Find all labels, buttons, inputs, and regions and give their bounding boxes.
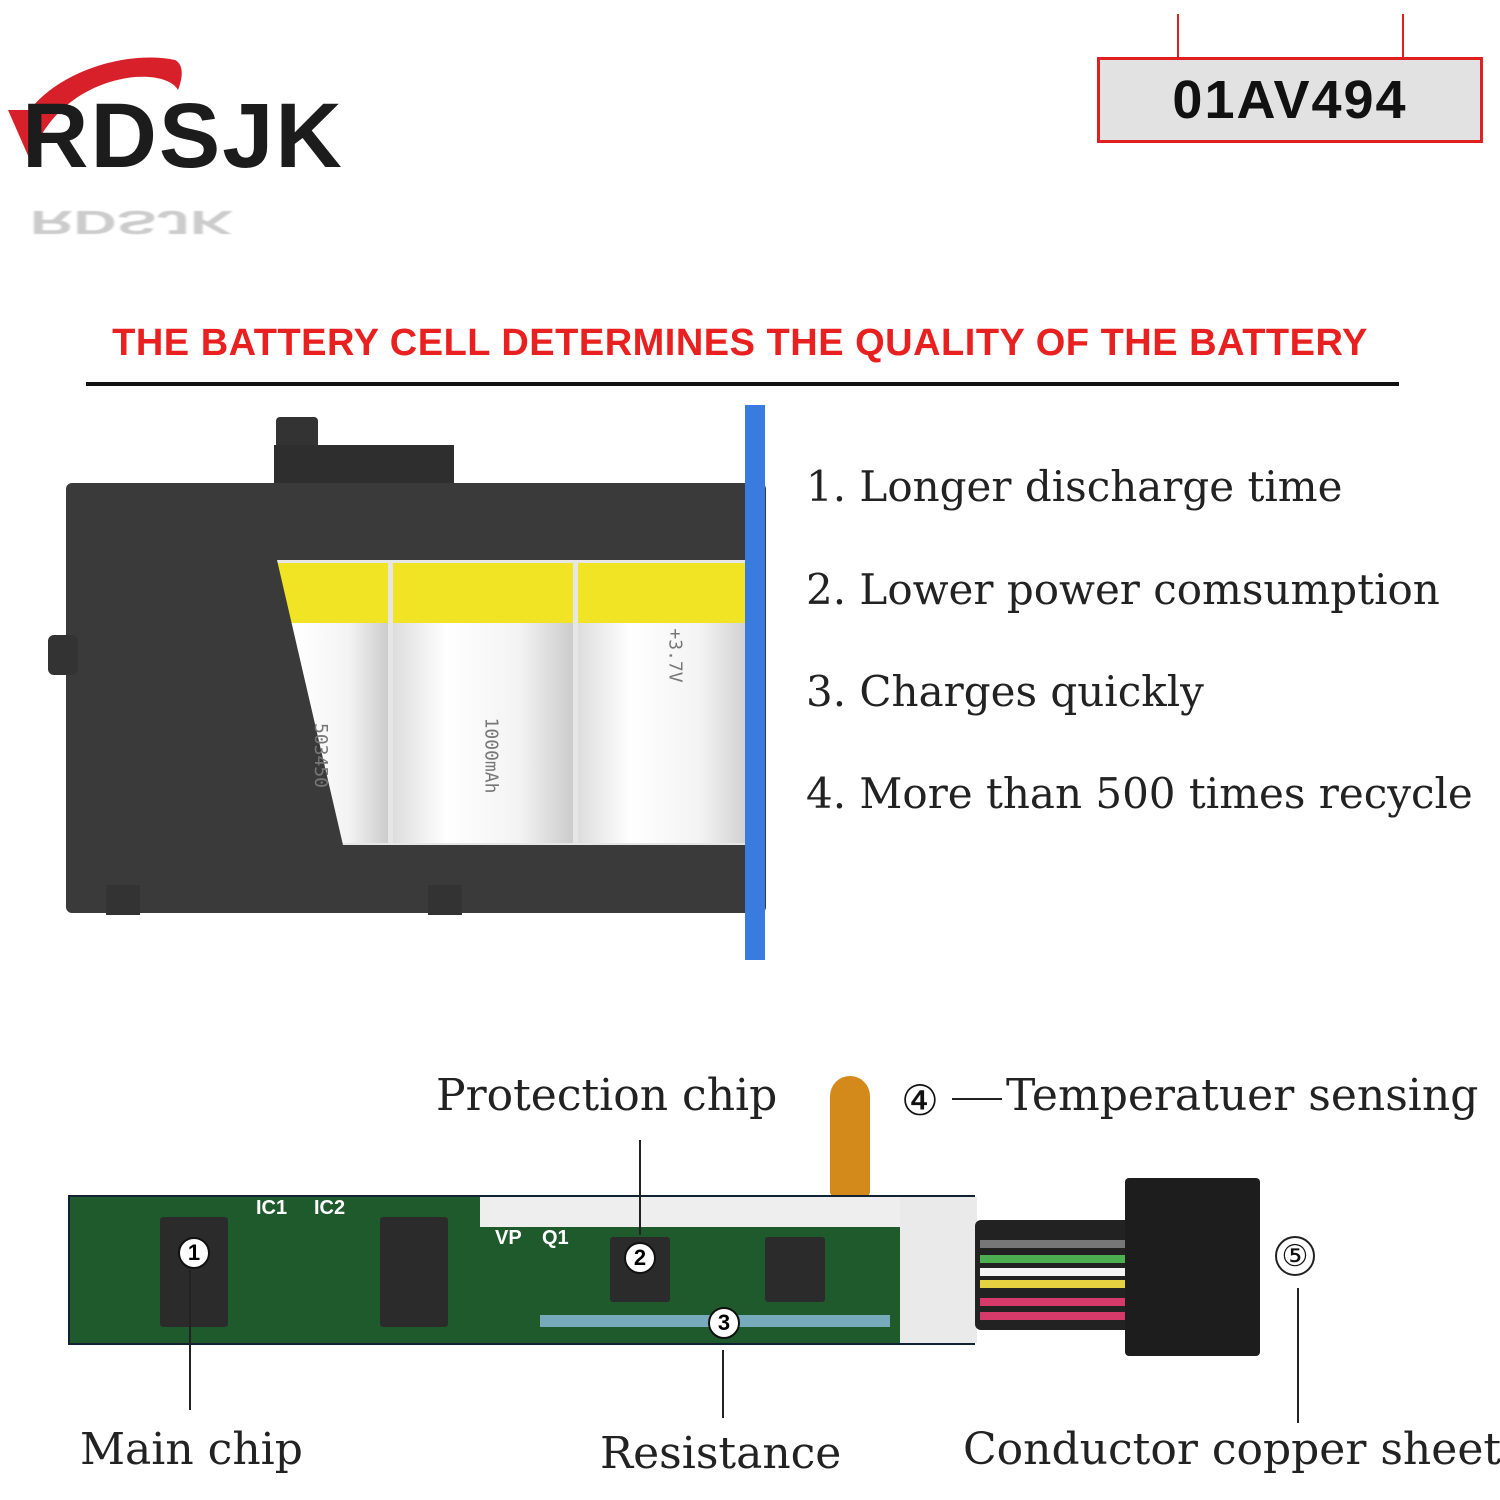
label-temperature-sensing: Temperatuer sensing [1006,1070,1479,1121]
feature-item: 2. Lower power comsumption [806,565,1440,614]
part-number-badge: 01AV494 [1097,57,1483,143]
marker-3: 3 [708,1307,740,1339]
label-conductor-copper-sheet: Conductor copper sheet [963,1424,1500,1475]
arrow-right-icon [952,1098,1002,1100]
section-heading: THE BATTERY CELL DETERMINES THE QUALITY … [112,322,1368,364]
marker-1: 1 [178,1237,210,1269]
pointer-line [1177,14,1179,58]
thermistor-icon [830,1076,870,1196]
arrow-down-icon [1297,1288,1299,1423]
label-protection-chip: Protection chip [436,1070,778,1121]
pcb-board: IC1 IC2 VP Q1 1 2 3 [68,1195,977,1345]
logo-swoosh-icon [8,57,182,160]
divider [86,382,1399,386]
feature-item: 4. More than 500 times recycle [806,769,1473,818]
arrow-up-icon [639,1140,641,1235]
arrow-down-icon [189,1270,191,1410]
feature-item: 3. Charges quickly [806,667,1204,716]
arrow-down-icon [722,1350,724,1418]
battery-image: 503450 1000mAh +3.7V [48,405,768,965]
pointer-line [1402,14,1404,58]
connector [1125,1178,1260,1356]
marker-5: ⑤ [1275,1236,1315,1276]
blue-bar [745,405,765,960]
label-main-chip: Main chip [80,1424,303,1475]
marker-4: ④ [900,1075,940,1125]
label-resistance: Resistance [600,1428,842,1479]
brand-logo: RDSJK RDSJK [0,40,450,260]
marker-2: 2 [624,1242,656,1274]
feature-item: 1. Longer discharge time [806,462,1343,511]
